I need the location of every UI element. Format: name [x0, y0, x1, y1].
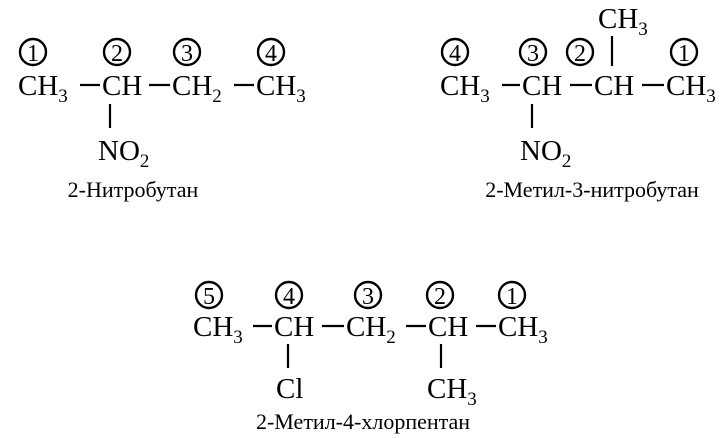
- atom-group-c1: CH3: [666, 70, 716, 107]
- svg-text:5: 5: [203, 284, 215, 310]
- locant-4: 4: [274, 280, 304, 310]
- locant-2: 2: [425, 280, 455, 310]
- locant-3: 3: [353, 280, 383, 310]
- atom-group-c2: CH: [594, 70, 634, 102]
- locant-4: 4: [440, 37, 470, 67]
- locant-2: 2: [565, 37, 595, 67]
- svg-text:2: 2: [434, 284, 446, 310]
- locant-4: 4: [256, 37, 286, 67]
- substituent-ch3-top: CH3: [598, 3, 648, 40]
- svg-text:1: 1: [678, 41, 690, 67]
- substituent-ch3: CH3: [427, 373, 477, 410]
- locant-1: 1: [497, 280, 527, 310]
- atom-group-c4: CH: [274, 311, 314, 343]
- svg-text:4: 4: [265, 41, 277, 67]
- substituent-no2: NO2: [520, 135, 571, 172]
- molecule-2-methyl-3-nitrobutane: 4 3 2 1 CH3 CH3 CH CH CH3 NO2 2-Метил-3-…: [440, 3, 716, 202]
- svg-text:3: 3: [181, 41, 193, 67]
- atom-group-c3: CH2: [346, 311, 396, 348]
- svg-text:4: 4: [283, 284, 295, 310]
- locant-3: 3: [172, 37, 202, 67]
- atom-group-c5: CH3: [193, 311, 243, 348]
- locant-2: 2: [102, 37, 132, 67]
- atom-group-c3: CH: [522, 70, 562, 102]
- atom-group-c1: CH3: [498, 311, 548, 348]
- locant-5: 5: [194, 280, 224, 310]
- locant-1: 1: [18, 37, 48, 67]
- locant-3: 3: [518, 37, 548, 67]
- svg-text:1: 1: [506, 284, 518, 310]
- molecule-2-methyl-4-chloropentane: 5 4 3 2 1 CH3 CH CH2 CH CH3 Cl: [193, 280, 548, 434]
- atom-group-c4: CH3: [256, 70, 306, 107]
- atom-group-c2: CH: [428, 311, 468, 343]
- atom-group-c4: CH3: [440, 70, 490, 107]
- atom-group-c1: CH3: [18, 70, 68, 107]
- substituent-no2: NO2: [98, 135, 149, 172]
- locant-1: 1: [669, 37, 699, 67]
- compound-name: 2-Метил-3-нитробутан: [485, 177, 699, 202]
- svg-text:3: 3: [362, 284, 374, 310]
- svg-text:2: 2: [574, 41, 586, 67]
- compound-name: 2-Метил-4-хлорпентан: [256, 409, 470, 434]
- atom-group-c3: CH2: [172, 70, 222, 107]
- substituent-cl: Cl: [276, 373, 303, 405]
- svg-text:4: 4: [449, 41, 461, 67]
- compound-name: 2-Нитробутан: [68, 177, 199, 202]
- svg-text:1: 1: [27, 41, 39, 67]
- svg-text:3: 3: [527, 41, 539, 67]
- molecule-2-nitrobutane: 1 2 3 4 CH3 CH CH2 CH3 NO2 2-Нитробутан: [18, 37, 306, 202]
- atom-group-c2: CH: [102, 70, 142, 102]
- svg-text:2: 2: [111, 41, 123, 67]
